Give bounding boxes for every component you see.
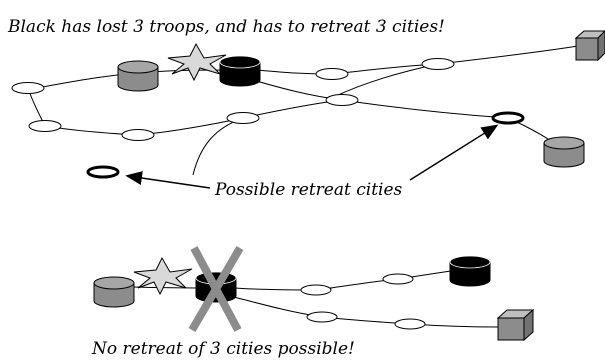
city-node [28,120,62,132]
top-caption: Black has lost 3 troops, and has to retr… [7,17,445,37]
city-node [325,94,359,106]
explosion-star-icon [133,256,193,296]
black-army-cylinder-icon [449,255,491,287]
bottom-panel: No retreat of 3 cities possible! [91,245,535,359]
grey-army-cylinder-icon [93,276,135,308]
arrow-icon [125,171,211,189]
city-node [421,58,455,70]
city-node [306,311,338,323]
city-node [11,82,45,94]
city-node [121,129,155,141]
city-node [315,68,349,80]
retreat-cities-label: Possible retreat cities [214,180,403,200]
city-node [394,318,426,330]
city-node [382,273,414,285]
city-node [300,284,332,296]
grey-army-cube-icon [574,30,605,62]
cross-out-icon [188,245,244,333]
top-edges [27,45,579,176]
retreat-city-node [491,111,525,125]
bottom-caption: No retreat of 3 cities possible! [91,339,355,359]
top-panel: Black has lost 3 troops, and has to retr… [7,17,605,200]
explosion-star-icon [167,42,227,82]
black-army-cylinder-icon [219,55,261,87]
city-node [226,112,260,124]
retreat-city-node [86,165,120,179]
grey-army-cylinder-icon [117,60,159,92]
arrow-icon [409,124,499,181]
grey-army-cube-icon [496,308,535,342]
grey-army-cylinder-icon [543,136,585,168]
